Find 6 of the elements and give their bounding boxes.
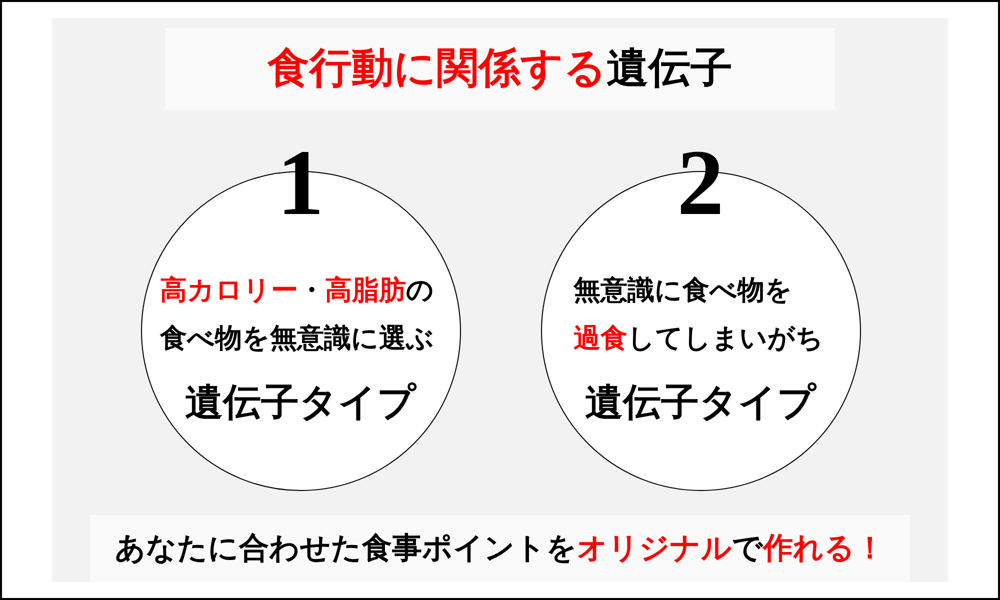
description-text: 無意識に食べ物を過食してしまいがち bbox=[574, 274, 825, 355]
description-text: 高カロリー・高脂肪の食べ物を無意識に選ぶ bbox=[160, 274, 436, 355]
title: 食行動に関係する遺伝子 bbox=[268, 44, 732, 94]
banner-text: あなたに合わせた食事ポイントをオリジナルで作れる！ bbox=[115, 530, 885, 567]
type-label: 遺伝子タイプ bbox=[585, 381, 816, 426]
type-label: 遺伝子タイプ bbox=[185, 381, 416, 426]
